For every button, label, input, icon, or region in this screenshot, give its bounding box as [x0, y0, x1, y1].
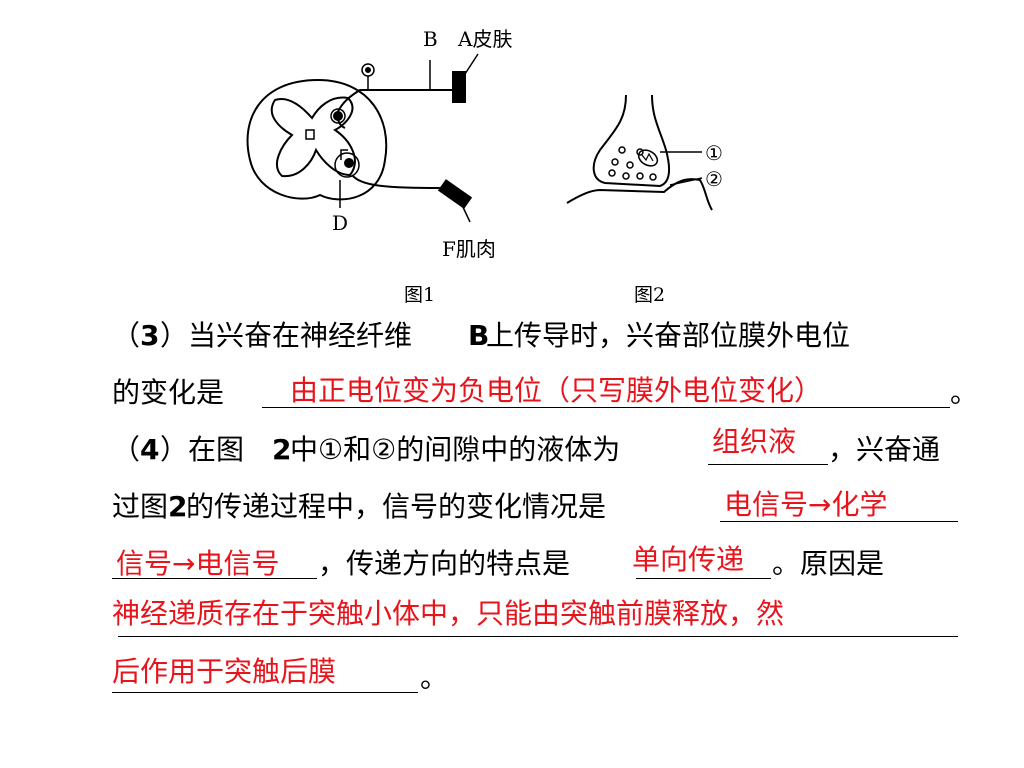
q4-line-5: 后作用于突触后膜 。 — [0, 654, 1024, 714]
q3-number: 3 — [140, 319, 160, 352]
q4-answer2-part2: 信号→电信号 — [116, 547, 280, 580]
q4-text-1: ）在图 — [160, 433, 245, 466]
q3-line-1: （ 3 ）当兴奋在神经纤维 B 上传导时，兴奋部位膜外电位 — [0, 316, 1024, 376]
q4-answer4-line1: 神经递质存在于突触小体中，只能由突触前膜释放，然 — [112, 597, 785, 630]
q4-line3-text-2: 。原因是 — [772, 547, 885, 580]
q4-line-2: 过图 2 的传递过程中，信号的变化情况是 电信号→化学 — [0, 487, 1024, 547]
q4-answer4-blank-2 — [112, 692, 418, 693]
q4-line-3: 信号→电信号 ，传递方向的特点是 单向传递 。原因是 — [0, 543, 1024, 604]
q4-answer2-blank-1 — [720, 521, 958, 522]
gray-matter — [270, 96, 356, 178]
label-b: B — [423, 27, 438, 51]
figure-2 — [566, 94, 713, 211]
q4-answer2-part1: 电信号→化学 — [724, 488, 888, 521]
q4-line2-text-1: 过图 — [112, 490, 169, 523]
q4-answer4-line2: 后作用于突触后膜 — [112, 655, 337, 688]
q4-text-2: 中①和②的间隙中的液体为 — [290, 433, 621, 466]
q3-answer-blank — [262, 407, 950, 408]
spinal-cord-outline — [246, 78, 388, 201]
q4-answer3: 单向传递 — [632, 543, 745, 576]
q3-end: 。 — [950, 376, 979, 409]
q4-answer3-blank — [636, 578, 771, 579]
label-d: D — [332, 211, 348, 235]
caption-figure-1: 图1 — [404, 284, 435, 306]
label-circle-2: ② — [705, 167, 723, 191]
q3-text-1: ）当兴奋在神经纤维 — [160, 319, 413, 352]
q4-text-3: ，兴奋通 — [828, 433, 941, 466]
q4-answer4-blank-1 — [118, 636, 958, 637]
q4-line-1: （ 4 ）在图 2 中①和②的间隙中的液体为 组织液 ，兴奋通 — [0, 425, 1024, 490]
q3-line-2: 的变化是 由正电位变为负电位（只写膜外电位变化） 。 — [0, 373, 1024, 433]
label-circle-1: ① — [705, 141, 723, 165]
q4-answer1-blank — [708, 464, 828, 465]
q3-text-2: 上传导时，兴奋部位膜外电位 — [486, 319, 851, 352]
postsynaptic-membrane — [566, 178, 713, 211]
q4-fig-number: 2 — [272, 433, 292, 466]
q4-number: 4 — [140, 433, 160, 466]
figures: B A皮肤 D F肌肉 图1 ① ② 图2 — [246, 27, 723, 306]
q4-end: 。 — [420, 661, 449, 694]
label-a: A皮肤 — [457, 27, 512, 51]
q3-fiber-b: B — [468, 319, 490, 352]
q4-line2-fig-number: 2 — [168, 490, 188, 523]
figure-1 — [246, 53, 479, 223]
presynaptic-terminal — [592, 94, 671, 188]
q4-answer1: 组织液 — [712, 425, 797, 458]
q3-answer: 由正电位变为负电位（只写膜外电位变化） — [290, 374, 823, 407]
q3-open: （ — [112, 319, 141, 352]
q3-line2-prefix: 的变化是 — [112, 376, 225, 409]
q4-line3-text-1: ，传递方向的特点是 — [318, 547, 571, 580]
caption-figure-2: 图2 — [634, 284, 665, 306]
q4-line-4: 神经递质存在于突触小体中，只能由突触前膜释放，然 — [0, 597, 1024, 658]
q4-open: （ — [112, 433, 141, 466]
q4-answer2-blank-2 — [112, 578, 317, 579]
q4-line2-text-2: 的传递过程中，信号的变化情况是 — [186, 490, 607, 523]
label-f: F肌肉 — [442, 237, 496, 261]
